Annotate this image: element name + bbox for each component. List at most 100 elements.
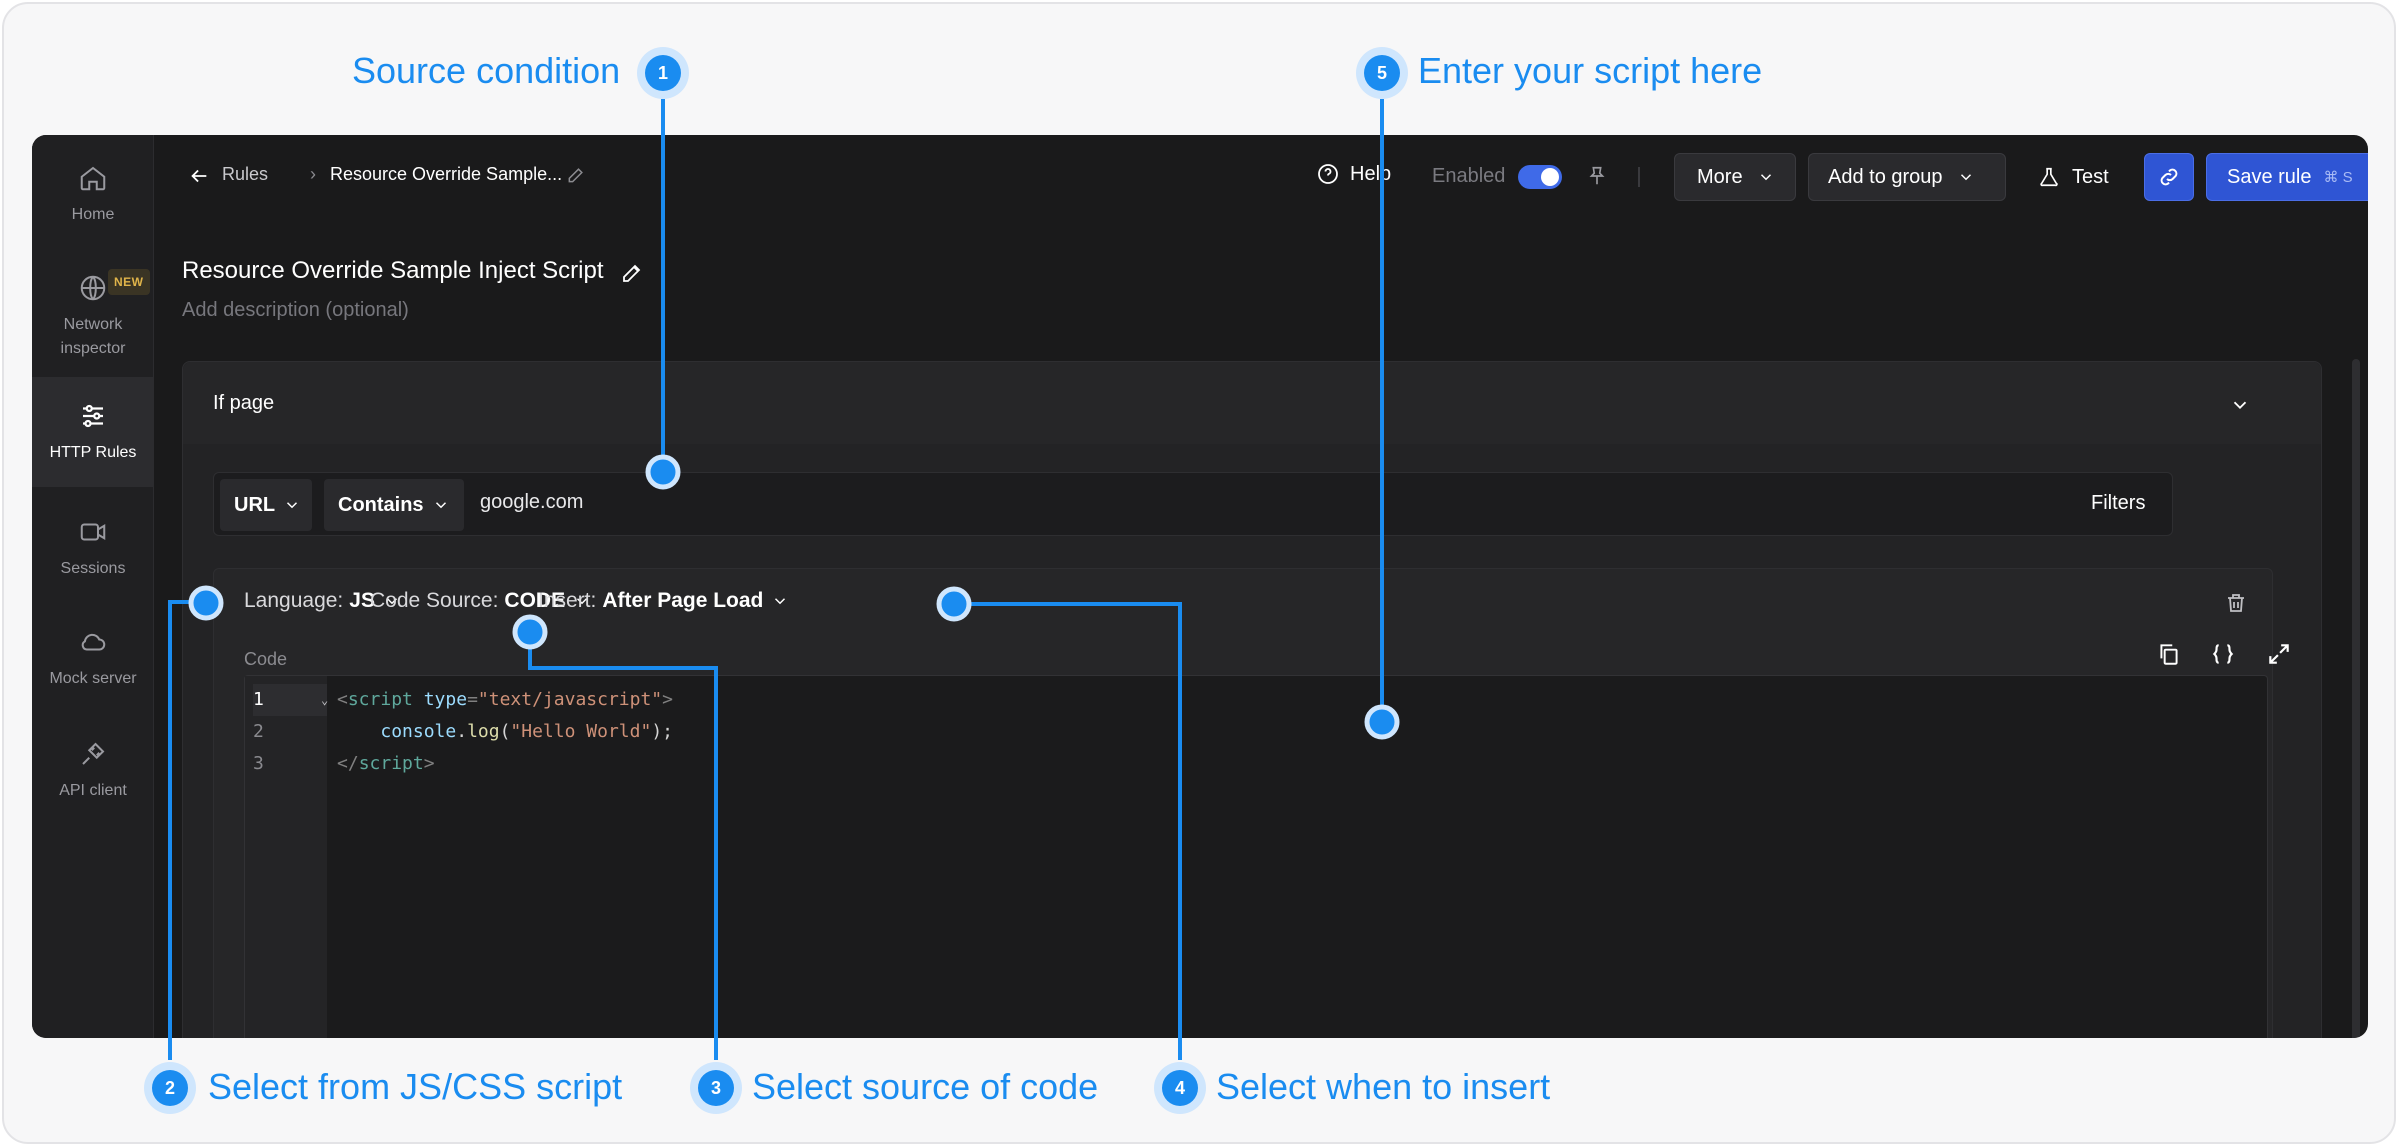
code-token: "Hello World" [510, 721, 652, 742]
code-token: . [456, 721, 468, 742]
url-dropdown[interactable]: URL [220, 479, 312, 531]
insert-value: After Page Load [602, 589, 764, 612]
breadcrumb-separator: › [310, 164, 316, 184]
annotation-4-text: Select when to insert [1216, 1066, 1551, 1107]
annotation-number: 4 [1162, 1070, 1198, 1106]
code-token: ( [499, 721, 511, 742]
condition-value-input[interactable] [480, 491, 1080, 514]
share-link-button[interactable] [2144, 153, 2194, 201]
sidebar-item-sessions[interactable]: Sessions [32, 497, 154, 597]
test-button[interactable]: Test [2020, 153, 2120, 201]
if-page-label: If page [213, 392, 275, 414]
flask-icon [2040, 167, 2058, 187]
code-token: script [358, 753, 424, 774]
sliders-icon [83, 404, 103, 428]
annotation-3-text: Select source of code [752, 1066, 1099, 1107]
code-line: </script> [337, 748, 435, 780]
line-number-text: 1 [253, 689, 264, 710]
line-number: 1⌄ [253, 684, 329, 716]
annotation-4-badge: 4 [1154, 1062, 1206, 1114]
home-icon [80, 166, 106, 191]
annotation-2-badge: 2 [144, 1062, 196, 1114]
language-dropdown[interactable]: Language: JS [244, 589, 401, 613]
enabled-label: Enabled [1432, 165, 1506, 187]
sidebar: Home Network inspector NEW HTTP Rules Se… [32, 135, 154, 1038]
annotation-number: 5 [1364, 55, 1400, 91]
test-label: Test [2072, 165, 2109, 188]
language-label: Language: [244, 589, 344, 612]
chevron-down-icon [577, 598, 588, 605]
pencil-icon[interactable] [566, 165, 586, 185]
scrollbar[interactable] [2352, 359, 2360, 1038]
add-to-group-label: Add to group [1828, 165, 1943, 188]
chevron-down-icon[interactable] [2229, 394, 2251, 416]
globe-icon [80, 275, 106, 301]
code-token: "text/javascript" [477, 689, 663, 710]
code-token: log [467, 721, 500, 742]
fold-chevron-icon[interactable]: ⌄ [321, 693, 329, 707]
plug-icon [82, 742, 105, 765]
chevron-down-icon [775, 598, 786, 605]
sidebar-item-network-inspector[interactable]: Network inspector NEW [32, 253, 154, 375]
code-token: type [412, 689, 468, 710]
chevron-down-icon [1960, 174, 1971, 181]
breadcrumb-rules[interactable]: Rules [222, 164, 269, 184]
save-rule-button[interactable]: Save rule ⌘ S [2206, 153, 2368, 201]
chevron-down-icon [386, 598, 397, 605]
sidebar-item-mock-server[interactable]: Mock server [32, 607, 154, 707]
keyboard-shortcut: ⌘ S [2323, 169, 2353, 186]
annotation-2-text: Select from JS/CSS script [208, 1066, 623, 1107]
code-line: <script type="text/javascript"> [337, 684, 673, 716]
video-icon [80, 523, 106, 541]
expand-icon[interactable] [2266, 641, 2292, 667]
pencil-icon[interactable] [620, 261, 644, 285]
line-gutter [245, 676, 327, 1038]
annotation-number: 2 [152, 1070, 188, 1106]
if-page-header[interactable]: If page [183, 362, 2321, 444]
more-label: More [1697, 165, 1743, 188]
code-token: ); [651, 721, 673, 742]
add-to-group-button[interactable]: Add to group [1808, 153, 2006, 201]
code-source-label: Code Source: [370, 589, 499, 612]
operator-dropdown-label: Contains [338, 493, 424, 516]
sidebar-item-label: Sessions [60, 560, 126, 577]
more-button[interactable]: More [1674, 153, 1796, 201]
annotation-5-badge: 5 [1356, 47, 1408, 99]
annotation-3-badge: 3 [690, 1062, 742, 1114]
chevron-down-icon [287, 502, 298, 509]
code-token: < [337, 689, 348, 710]
trash-icon[interactable] [2224, 591, 2248, 615]
code-token: > [423, 753, 435, 774]
annotation-number: 1 [645, 55, 681, 91]
if-page-card: If page URL Contains Filters Language: J… [182, 361, 2322, 1038]
code-token: script [347, 689, 413, 710]
back-arrow-icon[interactable] [188, 165, 210, 187]
sidebar-item-home[interactable]: Home [32, 149, 154, 249]
code-token: console [380, 721, 457, 742]
code-token: > [662, 689, 673, 710]
copy-icon[interactable] [2156, 641, 2182, 667]
url-dropdown-label: URL [234, 493, 276, 516]
code-editor[interactable]: 1⌄ 2 3 <script type="text/javascript"> c… [244, 675, 2268, 1038]
enabled-toggle[interactable] [1518, 165, 1562, 189]
operator-dropdown[interactable]: Contains [324, 479, 464, 531]
sidebar-item-label: HTTP Rules [49, 444, 137, 461]
code-source-dropdown[interactable]: Code Source: CODE [370, 589, 591, 613]
sidebar-item-api-client[interactable]: API client [32, 719, 154, 819]
insert-dropdown[interactable]: Insert: After Page Load [538, 589, 789, 613]
line-number: 2 [253, 721, 264, 742]
new-badge: NEW [108, 269, 150, 295]
rule-description-input[interactable]: Add description (optional) [182, 299, 409, 321]
code-source-value: CODE [504, 589, 566, 612]
help-button[interactable]: Help [1316, 162, 1391, 186]
chevron-down-icon [435, 502, 446, 509]
language-value: JS [349, 589, 375, 612]
sidebar-item-http-rules[interactable]: HTTP Rules [32, 377, 154, 487]
sidebar-item-label: Network inspector [60, 316, 126, 357]
cloud-icon [81, 633, 106, 651]
rule-title[interactable]: Resource Override Sample Inject Script [182, 257, 604, 284]
code-label: Code [244, 649, 288, 669]
filters-button[interactable]: Filters [2091, 492, 2146, 514]
format-braces-icon[interactable] [2210, 641, 2236, 667]
pin-icon[interactable] [1586, 165, 1608, 187]
